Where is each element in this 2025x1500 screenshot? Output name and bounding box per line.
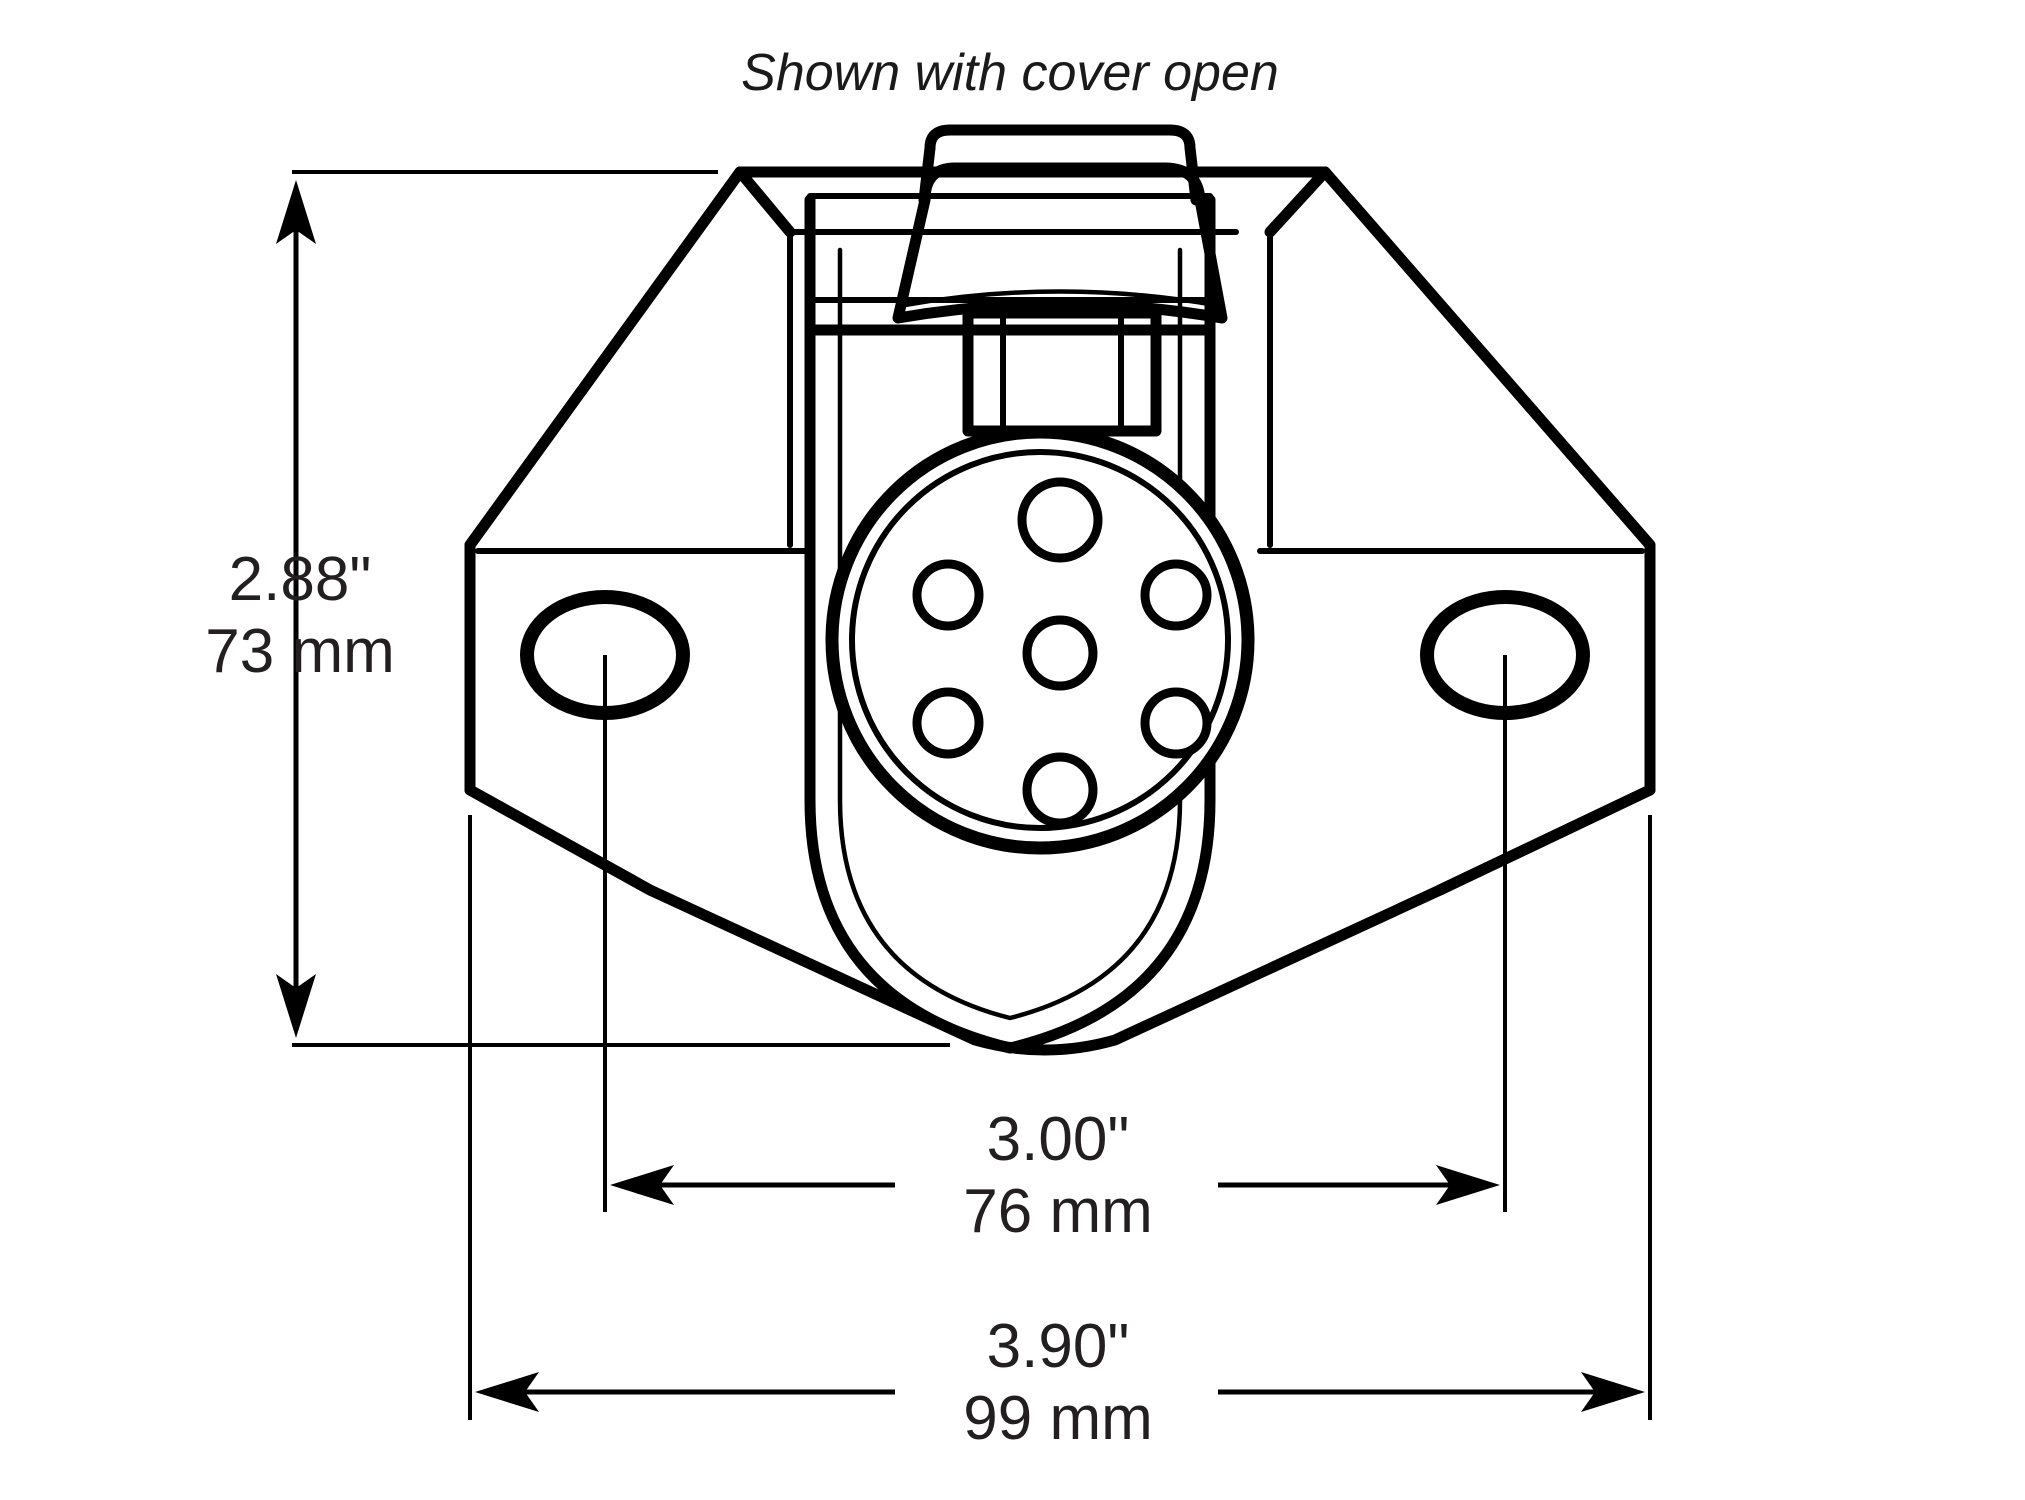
cover-bottom-inner-line xyxy=(902,289,1218,308)
dimension-mounting-hole-spacing: 3.00" 76 mm xyxy=(603,655,1507,1246)
flange-right-bottom-bevel xyxy=(1434,784,1656,896)
caption-text: Shown with cover open xyxy=(741,44,1279,102)
bevel-right xyxy=(1319,166,1656,551)
connector-body xyxy=(464,166,1656,1056)
cover-top-rim xyxy=(924,124,1202,206)
pin-upper-right xyxy=(1140,559,1212,631)
pin-upper-left xyxy=(912,559,984,631)
width-value-inches: 3.90" xyxy=(987,1312,1130,1381)
height-value-mm: 73 mm xyxy=(205,617,394,686)
pin-lower-right xyxy=(1140,687,1212,759)
chamfer-corner-right xyxy=(1264,166,1331,238)
height-value-inches: 2.88" xyxy=(229,545,372,614)
dimension-overall-width: 3.90" 99 mm xyxy=(468,815,1652,1453)
pin-bottom-center xyxy=(1022,752,1098,828)
spacing-value-inches: 3.00" xyxy=(987,1105,1130,1174)
socket-housing-inner-wall xyxy=(837,247,1183,1021)
dimension-overall-height: 2.88" 73 mm xyxy=(205,170,950,1047)
flange-left-bottom-bevel xyxy=(464,784,656,896)
spacing-value-mm: 76 mm xyxy=(963,1177,1152,1246)
cover-body xyxy=(892,162,1228,324)
pin-top-center xyxy=(1017,477,1103,563)
chamfer-corner-left xyxy=(734,166,796,238)
socket-housing-outline xyxy=(804,194,1216,1054)
socket-face xyxy=(825,425,1255,855)
width-value-mm: 99 mm xyxy=(963,1384,1152,1453)
bevel-left xyxy=(464,166,746,551)
pin-lower-left xyxy=(912,687,984,759)
connector-cover xyxy=(892,124,1228,324)
pin-center xyxy=(1022,615,1098,691)
